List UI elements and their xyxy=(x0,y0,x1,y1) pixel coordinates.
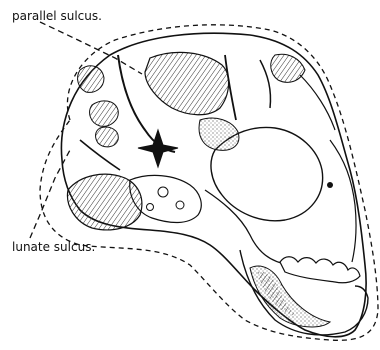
upper-teeth xyxy=(280,257,360,283)
cortex-patch-4 xyxy=(96,127,119,147)
cortex-patch-2 xyxy=(78,66,104,93)
zygomatic-line xyxy=(205,190,290,265)
cortex-patch-5 xyxy=(199,118,239,150)
cortex-patch-large xyxy=(145,52,229,114)
parallel-sulcus-label: parallel sulcus. xyxy=(12,9,102,23)
cortex-patch-3 xyxy=(90,101,119,126)
orbit-dot xyxy=(327,182,333,188)
foramen-1 xyxy=(158,187,168,197)
sulcus-junction-star xyxy=(138,130,178,167)
frontal-sulcus xyxy=(260,60,271,108)
foramen-3 xyxy=(147,204,154,211)
cortex-patch-6 xyxy=(271,54,305,82)
temporal-region xyxy=(67,174,141,230)
nasal-line xyxy=(330,140,356,262)
lunate-sulcus-label: lunate sulcus. xyxy=(12,240,95,254)
foramen-2 xyxy=(176,201,184,209)
lunate-sulcus-leader xyxy=(30,150,70,238)
